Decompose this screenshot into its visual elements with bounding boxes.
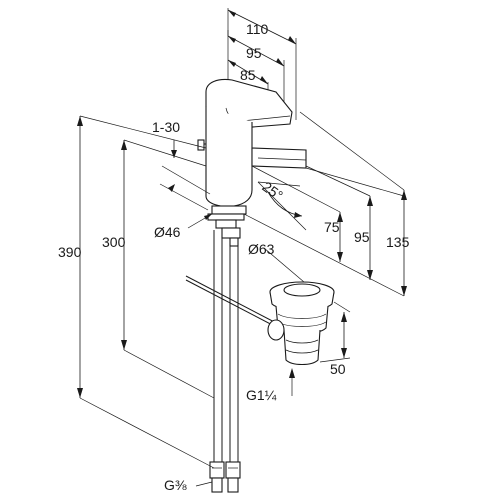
hose-height-label: 300 [102, 234, 126, 250]
pop-up-rod [185, 275, 283, 331]
dimension-110-label: 110 [246, 21, 269, 37]
height-135-label: 135 [386, 234, 410, 250]
spout-height-95-label: 95 [354, 229, 370, 245]
waste-height-label: 50 [330, 361, 346, 377]
waste-fitting [267, 281, 335, 366]
waste-dimension-lines [187, 213, 351, 487]
deck-fixing [207, 205, 247, 247]
dimension-95-reach-label: 95 [246, 45, 262, 61]
spout-height-dimension-lines [243, 111, 407, 297]
waste-diameter-label: Ø63 [248, 241, 275, 257]
dimension-85-label: 85 [240, 67, 256, 83]
spout-height-75-label: 75 [324, 219, 340, 235]
supply-hose [209, 230, 241, 493]
hose-thread-label: G⅜ [164, 477, 187, 493]
base-diameter-label: Ø46 [154, 224, 181, 240]
tap-body [197, 78, 307, 208]
deck-thickness-label: 1-30 [152, 119, 180, 135]
waste-thread-label: G1¼ [246, 387, 277, 403]
swivel-angle [257, 181, 307, 231]
reach-dimension-lines [227, 8, 297, 122]
total-height-label: 390 [58, 244, 82, 260]
height-dimension-lines [77, 115, 215, 469]
